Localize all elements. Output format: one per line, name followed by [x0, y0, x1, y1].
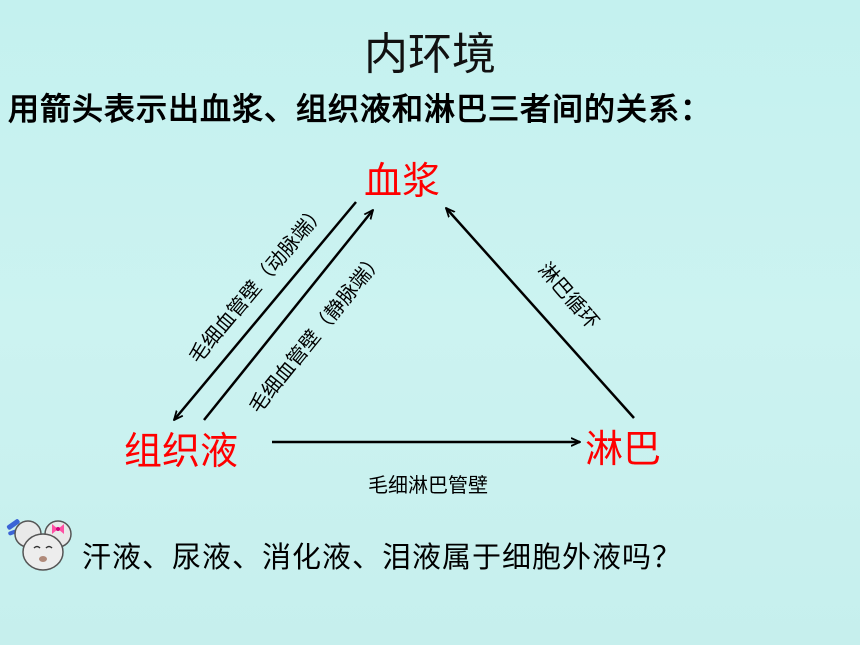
- node-plasma: 血浆: [364, 159, 441, 203]
- arrow-plasma-to-tissue: [174, 201, 357, 420]
- node-lymph: 淋巴: [585, 427, 662, 471]
- edge-label-lymph-capillary: 毛细淋巴管壁: [368, 473, 488, 497]
- bottom-question: 汗液、尿液、消化液、泪液属于细胞外液吗？: [82, 540, 683, 574]
- arrow-tissue-to-plasma: [203, 210, 373, 421]
- question-text: 用箭头表示出血浆、组织液和淋巴三者间的关系：: [8, 92, 712, 128]
- node-tissue-fluid: 组织液: [124, 429, 239, 473]
- slide-title: 内环境: [364, 29, 496, 80]
- thinking-mouse-icon: [6, 519, 72, 571]
- arrow-lymph-to-plasma: [446, 208, 635, 419]
